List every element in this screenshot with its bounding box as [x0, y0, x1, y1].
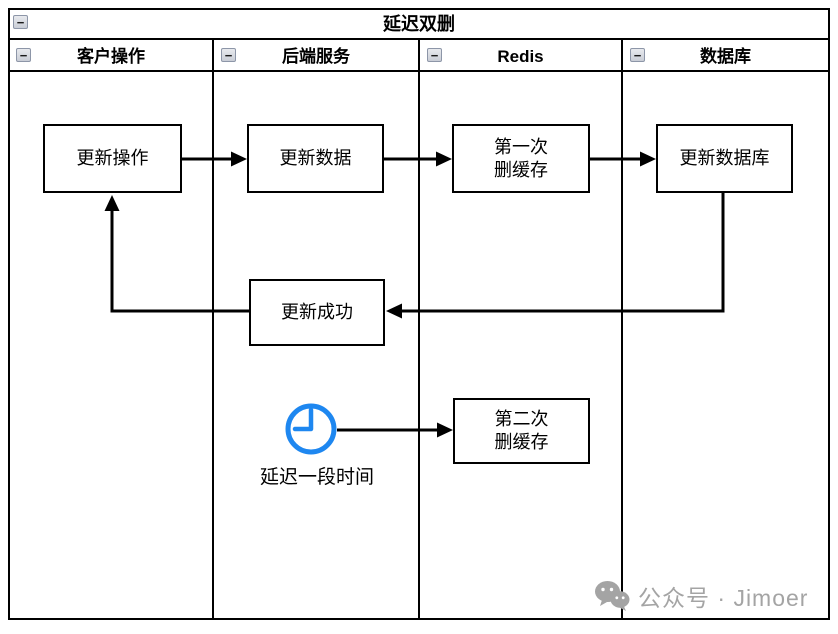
lane-divider-2	[418, 40, 420, 618]
lane-header-database: 数据库	[700, 47, 751, 66]
delay-caption: 延迟一段时间	[259, 467, 374, 488]
title-row-divider	[10, 38, 828, 40]
lane-header-redis: Redis	[497, 47, 544, 66]
lane-backend-collapse-icon[interactable]: −	[221, 48, 236, 62]
node-update-data: 更新数据	[247, 124, 384, 193]
wechat-icon	[595, 581, 630, 611]
watermark-text: 公众号 · Jimoer	[638, 585, 809, 611]
lane-divider-1	[212, 40, 214, 618]
lane-database-collapse-icon[interactable]: −	[630, 48, 645, 62]
node-second-cache-delete: 第二次 删缓存	[453, 398, 590, 464]
diagram-collapse-icon[interactable]: −	[13, 15, 28, 29]
node-first-cache-delete: 第一次 删缓存	[452, 124, 590, 193]
lane-divider-3	[621, 40, 623, 618]
node-update-operation: 更新操作	[43, 124, 182, 193]
lane-redis-collapse-icon[interactable]: −	[427, 48, 442, 62]
lane-customer-collapse-icon[interactable]: −	[16, 48, 31, 62]
diagram-title: 延迟双删	[383, 14, 455, 34]
lane-header-customer: 客户操作	[77, 47, 145, 66]
node-update-database: 更新数据库	[656, 124, 793, 193]
node-update-success: 更新成功	[249, 279, 385, 346]
watermark: 公众号 · Jimoer	[594, 576, 824, 616]
lane-header-backend: 后端服务	[282, 47, 350, 66]
